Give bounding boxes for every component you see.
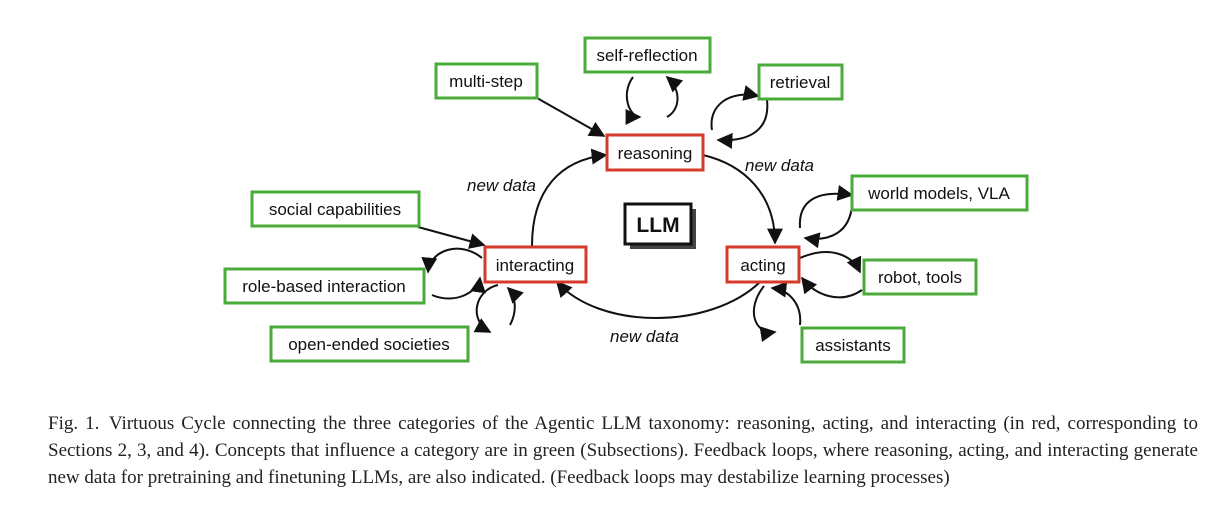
arrows: [417, 75, 863, 343]
loop-world-models-back: [803, 204, 853, 249]
concept-open-ended-societies: open-ended societies: [269, 325, 470, 363]
loop-retrieval-back: [716, 99, 769, 149]
category-label-acting: acting: [740, 256, 785, 275]
category-acting: acting: [725, 245, 801, 284]
llm-label: LLM: [636, 214, 679, 237]
arrow-interacting-to-reasoning: [531, 148, 608, 247]
edge-label-acting-to-interacting: new data: [610, 327, 679, 346]
edge-label-interacting-to-reasoning: new data: [467, 176, 536, 195]
concept-retrieval: retrieval: [757, 63, 844, 101]
concept-label-retrieval: retrieval: [770, 73, 830, 92]
loop-open-ended: [473, 284, 499, 333]
concept-social-capabilities: social capabilities: [250, 190, 421, 228]
concept-label-multi-step: multi-step: [449, 72, 523, 91]
concept-self-reflection: self-reflection: [583, 36, 712, 74]
loop-assistants-back: [770, 281, 802, 326]
category-reasoning: reasoning: [605, 133, 705, 172]
taxonomy-diagram: new data new data new data LLM reasoning…: [223, 36, 1029, 364]
concept-multi-step: multi-step: [434, 62, 539, 100]
concept-label-role-based-interaction: role-based interaction: [242, 277, 405, 296]
concept-label-social-capabilities: social capabilities: [269, 200, 401, 219]
arrow-multi-step-to-reasoning: [536, 97, 606, 137]
loop-self-reflection-back: [665, 75, 684, 118]
loop-assistants: [752, 285, 777, 343]
concept-label-open-ended-societies: open-ended societies: [288, 335, 450, 354]
concept-assistants: assistants: [800, 326, 906, 364]
concept-robot-tools: robot, tools: [862, 258, 978, 296]
loop-world-models: [798, 184, 854, 229]
llm-center-node: LLM: [623, 202, 696, 249]
figure-caption: Fig. 1. Virtuous Cycle connecting the th…: [48, 413, 1198, 488]
concept-label-assistants: assistants: [815, 336, 891, 355]
loop-retrieval: [710, 85, 760, 131]
arrow-reasoning-to-acting: [702, 154, 783, 245]
concept-role-based-interaction: role-based interaction: [223, 267, 426, 305]
concept-label-robot-tools: robot, tools: [878, 268, 962, 287]
loop-robot-tools-back: [801, 276, 863, 299]
concept-label-world-models: world models, VLA: [867, 184, 1010, 203]
concept-label-self-reflection: self-reflection: [596, 46, 697, 65]
category-label-reasoning: reasoning: [618, 144, 693, 163]
arrow-acting-to-interacting: [555, 280, 761, 319]
loop-robot-tools: [799, 251, 862, 274]
loop-self-reflection: [625, 76, 642, 125]
loop-role-based-back: [431, 276, 486, 300]
loop-open-ended-back: [506, 286, 524, 326]
loop-role-based: [421, 247, 483, 274]
concept-world-models: world models, VLA: [850, 174, 1029, 212]
category-label-interacting: interacting: [496, 256, 574, 275]
category-interacting: interacting: [483, 245, 588, 284]
edge-label-reasoning-to-acting: new data: [745, 156, 814, 175]
arrow-social-to-interacting: [417, 226, 486, 249]
